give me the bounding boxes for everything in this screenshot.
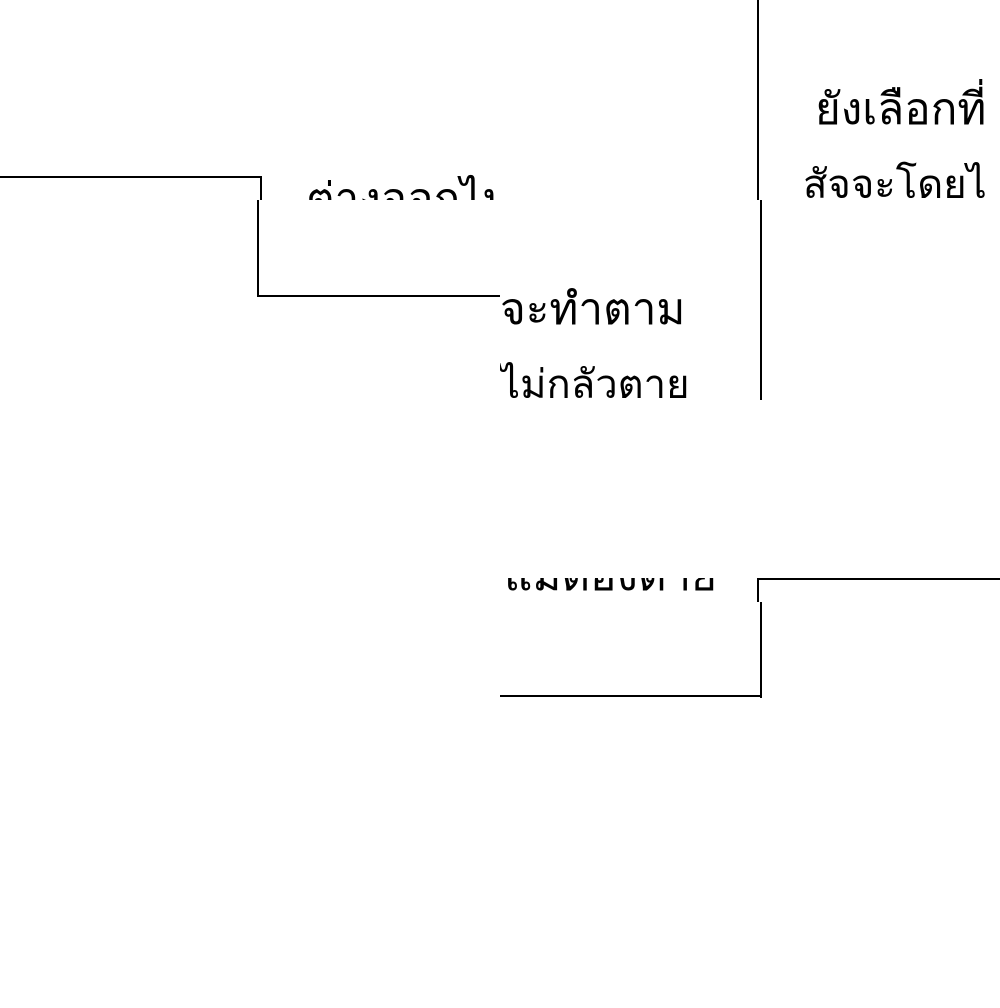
border-line	[0, 176, 262, 178]
fragment-tile-lower-middle: แม้ต้องตาย	[500, 578, 762, 700]
fragment-tile-lower-right	[757, 578, 1000, 602]
fragment-tile-top-right: ยังเลือกที่ สัจจะโดยไ	[757, 0, 1000, 200]
text-fragment: ไม่กลัวตาย	[500, 362, 690, 400]
border-line	[500, 695, 762, 697]
text-fragment: แม้ต้องตาย	[504, 578, 717, 598]
border-line	[260, 176, 262, 200]
text-fragment: สัจจะโดยไ	[803, 162, 987, 200]
text-fragment: จะทำตาม	[500, 284, 686, 335]
border-line	[757, 0, 759, 200]
border-line	[760, 200, 762, 400]
border-line	[257, 295, 500, 297]
fragment-tile-top-left: ต่างออกไป	[0, 0, 500, 200]
border-line	[757, 578, 759, 602]
fragment-tile-middle: จะทำตาม ไม่กลัวตาย	[500, 200, 762, 400]
border-line	[757, 578, 1000, 580]
border-line	[257, 200, 259, 297]
border-line	[760, 578, 762, 698]
text-fragment: ยังเลือกที่	[815, 84, 987, 135]
fragment-tile-middle-left	[257, 200, 500, 400]
text-fragment: ต่างออกไป	[306, 174, 500, 201]
